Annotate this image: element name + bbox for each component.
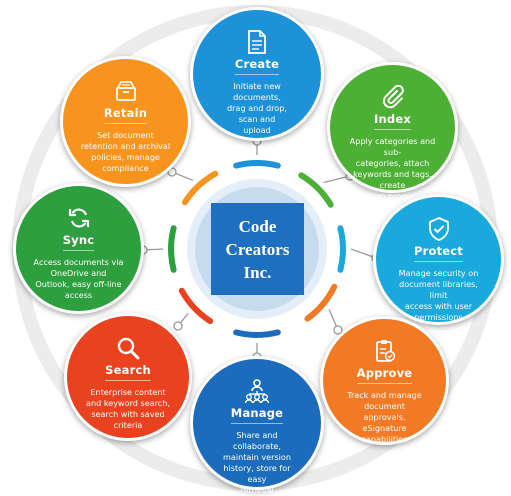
sync-arc-segment bbox=[168, 225, 177, 273]
create-arc-segment bbox=[233, 160, 281, 169]
archive-box-icon bbox=[114, 79, 138, 103]
search-description: Enterprise content and keyword search, s… bbox=[86, 387, 170, 430]
sync-arrows-icon bbox=[67, 206, 91, 230]
protect-arc-segment bbox=[337, 225, 346, 273]
index-title: Index bbox=[374, 112, 411, 130]
manage-description: Share and collaborate, maintain version … bbox=[223, 430, 291, 495]
retain-title: Retain bbox=[103, 106, 148, 124]
paperclip-icon bbox=[381, 85, 405, 109]
approve-title: Approve bbox=[356, 366, 413, 384]
document-icon bbox=[247, 30, 267, 54]
people-network-icon bbox=[244, 379, 270, 403]
retain-arc-segment bbox=[181, 170, 219, 206]
index-arc-segment bbox=[298, 172, 334, 208]
clipboard-check-icon bbox=[374, 339, 396, 363]
search-connector-dot bbox=[173, 321, 183, 331]
search-node: Search Enterprise content and keyword se… bbox=[64, 313, 192, 441]
search-arc-segment bbox=[178, 287, 214, 325]
create-node: Create Initiate new documents, drag and … bbox=[190, 7, 324, 141]
shield-check-icon bbox=[428, 217, 450, 241]
approve-node: Approve Track and manage document approv… bbox=[320, 316, 449, 445]
company-name-box: Code Creators Inc. bbox=[211, 203, 304, 295]
protect-description: Manage security on document libraries, l… bbox=[398, 268, 479, 322]
protect-title: Protect bbox=[413, 244, 463, 262]
approve-description: Track and manage document approvals, eSi… bbox=[347, 390, 422, 444]
protect-node: Protect Manage security on document libr… bbox=[373, 194, 504, 325]
arc-segments bbox=[168, 160, 346, 338]
sync-title: Sync bbox=[62, 233, 95, 251]
sync-node: Sync Access documents via OneDrive and O… bbox=[13, 183, 144, 314]
create-description: Initiate new documents, drag and drop, s… bbox=[227, 81, 287, 135]
retain-node: Retain Set document retention and archiv… bbox=[60, 56, 191, 187]
approve-arc-segment bbox=[304, 283, 338, 322]
magnifier-icon bbox=[116, 336, 140, 360]
search-title: Search bbox=[105, 363, 151, 381]
create-title: Create bbox=[234, 57, 280, 75]
retain-description: Set document retention and archival poli… bbox=[80, 130, 171, 173]
manage-arc-segment bbox=[233, 329, 281, 338]
sync-description: Access documents via OneDrive and Outloo… bbox=[33, 257, 124, 300]
index-node: Index Apply categories and sub- categori… bbox=[327, 62, 458, 201]
manage-node: Manage Share and collaborate, maintain v… bbox=[190, 356, 324, 495]
manage-title: Manage bbox=[230, 406, 284, 424]
retain-connector-dot bbox=[167, 167, 177, 177]
index-description: Apply categories and sub- categories, at… bbox=[349, 136, 436, 201]
